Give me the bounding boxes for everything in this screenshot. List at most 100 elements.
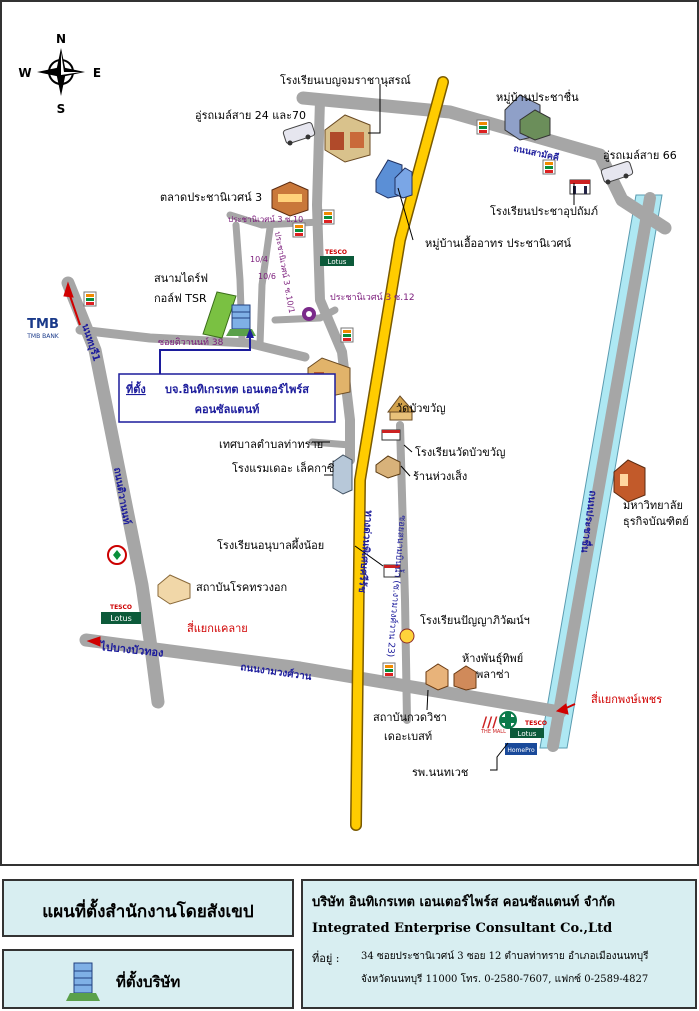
svg-text:TESCO: TESCO	[325, 249, 347, 256]
seven-eleven-icon	[340, 327, 354, 343]
roads	[61, 91, 672, 752]
label-hospital: รพ.นนทเวช	[412, 766, 468, 779]
school-icon	[381, 429, 401, 441]
hospital-cross-icon	[499, 711, 517, 729]
label-soi-10-4: 10/4	[250, 255, 268, 264]
school-building-icon	[324, 114, 371, 163]
label-univ-2: ธุรกิจบัณฑิตย์	[623, 515, 689, 528]
expressway	[350, 76, 449, 831]
gas-station-icon	[302, 307, 316, 321]
label-prachachuen-village: หมู่บ้านประชาชื่น	[496, 89, 579, 104]
company-building-icon	[66, 959, 102, 1003]
label-market: ตลาดประชานิเวศน์ 3	[160, 191, 262, 204]
seven-eleven-icon	[542, 159, 556, 175]
driving-range-icon	[202, 291, 237, 339]
svg-text:TESCO: TESCO	[525, 720, 547, 727]
label-khae-lai: สี่แยกแคลาย	[187, 620, 248, 635]
school-emblem-icon	[399, 628, 415, 644]
svg-text:TMB BANK: TMB BANK	[26, 333, 60, 340]
svg-text:TESCO: TESCO	[110, 604, 132, 611]
label-bus-24-70: อู่รถเมล์สาย 24 และ70	[195, 109, 306, 122]
compass-e: E	[93, 66, 101, 80]
seven-eleven-icon	[321, 209, 335, 225]
label-soi-10-6: 10/6	[258, 272, 276, 281]
callout-prefix: ที่ตั้ง	[126, 381, 146, 396]
legend-label: ที่ตั้งบริษัท	[116, 973, 181, 991]
label-bang-bua-thong: ไปบางบัวทอง	[98, 639, 165, 660]
svg-text:THE MALL: THE MALL	[480, 729, 506, 735]
label-school-benjama: โรงเรียนเบญจมราชานุสรณ์	[280, 73, 411, 87]
seven-eleven-icon	[382, 662, 396, 678]
compass-rose-icon: N S E W	[18, 32, 101, 116]
legend-box: ที่ตั้งบริษัท	[2, 949, 294, 1009]
label-municipality: เทศบาลตำบลท่าทราย	[219, 438, 323, 451]
label-soi-tiwanon38: ซอยติวานนท์ 38	[158, 336, 224, 348]
seven-eleven-icon	[83, 291, 97, 307]
kindergarten-icon	[383, 564, 401, 578]
seven-eleven-icon	[476, 119, 490, 135]
label-kawila-2: เดอะเบสท์	[384, 730, 432, 743]
tesco-lotus-icon: TESCO Lotus	[101, 604, 141, 624]
svg-text:Lotus: Lotus	[110, 614, 132, 623]
university-icon	[613, 459, 646, 503]
company-name-en: Integrated Enterprise Consultant Co.,Ltd	[312, 921, 613, 936]
direction-arrows	[63, 281, 576, 715]
bus-icon	[600, 160, 634, 185]
label-golf-tsr: กอล์ฟ TSR	[154, 292, 207, 305]
label-school-wat: โรงเรียนวัดบัวขวัญ	[415, 445, 505, 459]
label-plaza-1: ห้างพันธุ์ทิพย์	[462, 652, 523, 665]
label-bus-66: อู่รถเมล์สาย 66	[603, 149, 677, 162]
landmark-icons: TESCO Lotus TMB TMB BANK	[26, 94, 646, 755]
svg-text:Lotus: Lotus	[328, 258, 347, 266]
compass-s: S	[57, 102, 66, 116]
svg-text:Lotus: Lotus	[518, 730, 537, 738]
market-icon	[271, 181, 309, 217]
location-map: N S E W	[0, 0, 699, 866]
school-icon	[569, 179, 591, 195]
seven-eleven-icon	[292, 222, 306, 238]
company-name-th: บริษัท อินทิเกรเทต เอนเตอร์ไพร์ส คอนซัลแ…	[312, 895, 616, 910]
hotel-icon	[332, 454, 353, 495]
label-chest-institute: สถาบันโรคทรวงอก	[196, 580, 287, 594]
label-phong-phet: สี่แยกพงษ์เพชร	[591, 691, 663, 706]
hospital-building-icon	[157, 574, 191, 605]
compass-n: N	[56, 32, 66, 46]
compass-w: W	[18, 66, 31, 80]
tesco-lotus-icon: TESCO Lotus	[510, 720, 547, 738]
the-mall-logo-icon: /// THE MALL	[480, 715, 506, 735]
label-driving-range: สนามไดร์ฟ	[154, 272, 208, 285]
label-kindergarten: โรงเรียนอนุบาลผึ้งน้อย	[217, 537, 324, 552]
svg-text:HomePro: HomePro	[507, 747, 535, 754]
callout-name: บจ.อินทิเกรเทต เอนเตอร์ไพร์ส	[165, 382, 309, 396]
temple-icon	[387, 395, 416, 421]
svg-text:TMB: TMB	[27, 317, 59, 332]
label-hotel: โรงแรมเดอะ เล็คกาซี่	[232, 460, 335, 475]
label-village-eua: หมู่บ้านเอื้ออาทร ประชานิเวศน์	[425, 235, 571, 250]
tmb-bank-logo-icon: TMB TMB BANK	[26, 317, 60, 340]
address-line-1: 34 ซอยประชานิเวศน์ 3 ซอย 12 ตำบลท่าทราย …	[361, 951, 649, 962]
label-school-panya: โรงเรียนปัญญาภิวัฒน์ฯ	[420, 613, 530, 627]
tesco-lotus-icon: TESCO Lotus	[320, 249, 354, 266]
label-school-upatham: โรงเรียนประชาอุปถัมภ์	[490, 204, 598, 218]
map-title: แผนที่ตั้งสำนักงานโดยสังเขป	[42, 902, 254, 922]
label-wat: วัดบัวขวัญ	[396, 402, 446, 415]
address-label: ที่อยู่ :	[312, 952, 340, 965]
callout-name-2: คอนซัลแตนท์	[195, 403, 260, 416]
company-info-box: บริษัท อินทิเกรเทต เอนเตอร์ไพร์ส คอนซัลแ…	[301, 879, 697, 1009]
leader-lines	[312, 84, 575, 771]
label-soi-10: ประชานิเวศน์ 3 ซ.10	[228, 214, 303, 224]
label-kawila-1: สถาบันกวดวิชา	[373, 711, 447, 724]
svg-text:///: ///	[482, 715, 498, 731]
label-shop: ร้านห่วงเส็ง	[413, 469, 467, 483]
plaza-building-icon	[425, 663, 477, 691]
village-icon	[504, 94, 551, 141]
company-location-callout: ที่ตั้ง บจ.อินทิเกรเทต เอนเตอร์ไพร์ส คอน…	[118, 373, 336, 423]
address-line-2: จังหวัดนนทบุรี 11000 โทร. 0-2580-7607, แ…	[361, 974, 649, 985]
label-plaza-2: พลาซ่า	[476, 668, 510, 681]
label-soi-12: ประชานิเวศน์ 3 ซ.12	[330, 291, 415, 303]
bus-icon	[282, 121, 316, 146]
homepro-logo-icon: HomePro	[505, 743, 537, 755]
map-title-box: แผนที่ตั้งสำนักงานโดยสังเขป	[2, 879, 294, 937]
kasikorn-bank-icon	[107, 545, 127, 565]
company-pointer-arrow	[159, 328, 254, 375]
